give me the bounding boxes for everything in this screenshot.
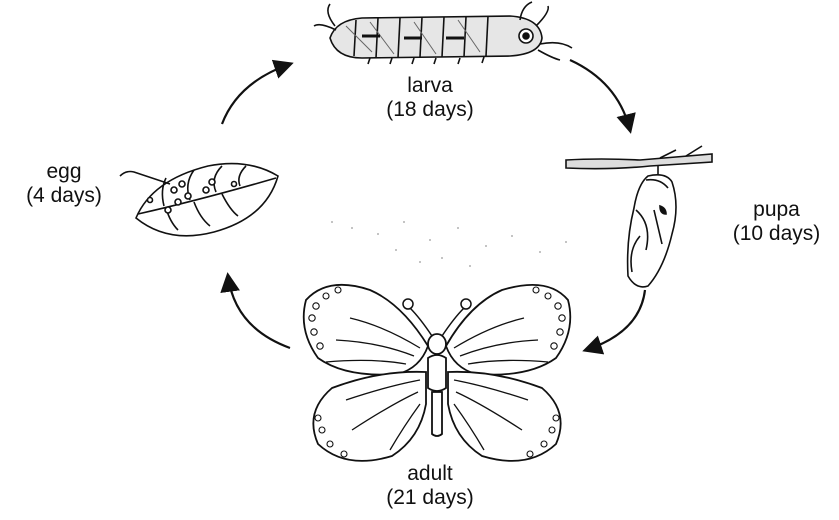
stage-label-egg: egg (4 days) [0, 160, 128, 208]
caterpillar-illustration [314, 2, 572, 64]
stage-label-larva: larva (18 days) [360, 74, 500, 122]
stage-name-adult: adult [360, 462, 500, 486]
stage-name-pupa: pupa [714, 198, 839, 222]
stage-label-adult: adult (21 days) [360, 462, 500, 510]
stage-label-pupa: pupa (10 days) [714, 198, 839, 246]
chrysalis-illustration [566, 146, 712, 287]
stage-name-egg: egg [0, 160, 128, 184]
center-speckles [331, 221, 567, 267]
arrow-pupa-to-adult [586, 290, 645, 350]
butterfly-illustration [304, 285, 571, 461]
arrow-larva-to-pupa [570, 60, 630, 130]
stage-duration-larva: (18 days) [360, 98, 500, 122]
stage-duration-egg: (4 days) [0, 184, 128, 208]
arrow-adult-to-egg [228, 276, 290, 348]
leaf-with-eggs-illustration [120, 164, 278, 236]
stage-name-larva: larva [360, 74, 500, 98]
arrow-egg-to-larva [222, 64, 290, 124]
stage-duration-pupa: (10 days) [714, 222, 839, 246]
stage-duration-adult: (21 days) [360, 486, 500, 510]
